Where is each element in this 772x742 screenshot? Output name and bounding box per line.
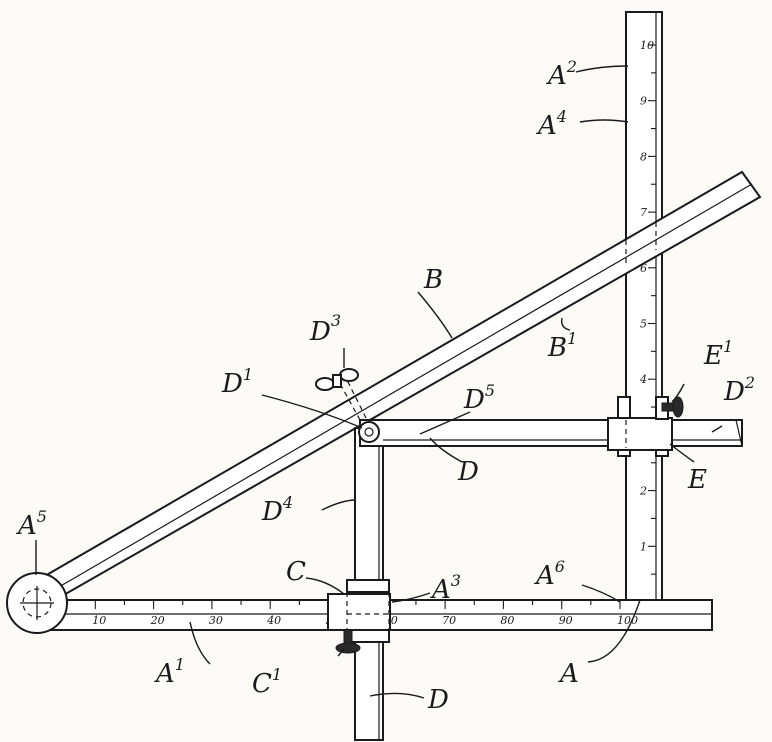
v-scale-label: 7 — [640, 206, 647, 219]
label-c: C — [286, 557, 306, 587]
v-scale-label: 1 — [640, 540, 647, 553]
slider-e — [607, 396, 673, 457]
label-d2: D2 — [723, 373, 755, 407]
h-scale-label: 40 — [266, 614, 281, 627]
reference-labels: A2 A4 B B1 D3 D1 D5 D E1 D2 E D4 C A3 A6… — [16, 57, 755, 715]
pivot-joint — [358, 421, 380, 443]
label-a5: A5 — [16, 507, 47, 541]
label-d3: D3 — [309, 311, 341, 347]
label-b1: B1 — [547, 329, 577, 363]
pivot-disc — [6, 572, 68, 634]
label-a: A — [558, 659, 579, 689]
label-d5: D5 — [463, 381, 495, 415]
horizontal-arm — [359, 419, 743, 447]
label-d4: D4 — [261, 493, 293, 527]
label-d-bottom: D — [427, 685, 449, 715]
h-scale-label: 20 — [150, 614, 165, 627]
h-scale-label: 10 — [92, 614, 106, 627]
label-e: E — [687, 465, 707, 495]
vertical-scale-bar: 12345678910 — [625, 11, 663, 603]
label-e1: E1 — [703, 337, 733, 371]
slider-c — [327, 579, 391, 643]
label-a2: A2 — [546, 57, 577, 91]
v-scale-label: 2 — [639, 485, 647, 498]
label-a6: A6 — [534, 557, 565, 591]
h-scale-label: 80 — [500, 614, 514, 627]
label-d-right: D — [457, 457, 479, 487]
v-scale-label: 4 — [639, 373, 647, 386]
v-scale-label: 5 — [640, 318, 647, 331]
label-a4: A4 — [536, 107, 567, 141]
label-b: B — [423, 265, 443, 295]
label-c1: C1 — [252, 665, 282, 699]
v-scale-label: 10 — [640, 39, 654, 52]
v-scale-label: 6 — [640, 262, 647, 275]
v-scale-label: 8 — [640, 150, 647, 163]
h-scale-label: 90 — [559, 614, 573, 627]
hidden-lines-crossing — [625, 222, 657, 266]
label-d1: D1 — [221, 365, 253, 399]
h-scale-label: 100 — [617, 614, 638, 627]
h-scale-label: 30 — [209, 614, 223, 627]
wing-nut — [315, 368, 367, 421]
h-scale-label: 70 — [442, 614, 456, 627]
v-scale-label: 9 — [640, 95, 647, 108]
label-a3: A3 — [430, 571, 461, 605]
label-a1: A1 — [154, 655, 185, 689]
leader-lines — [35, 65, 723, 699]
thumb-screw-e1 — [661, 396, 684, 418]
